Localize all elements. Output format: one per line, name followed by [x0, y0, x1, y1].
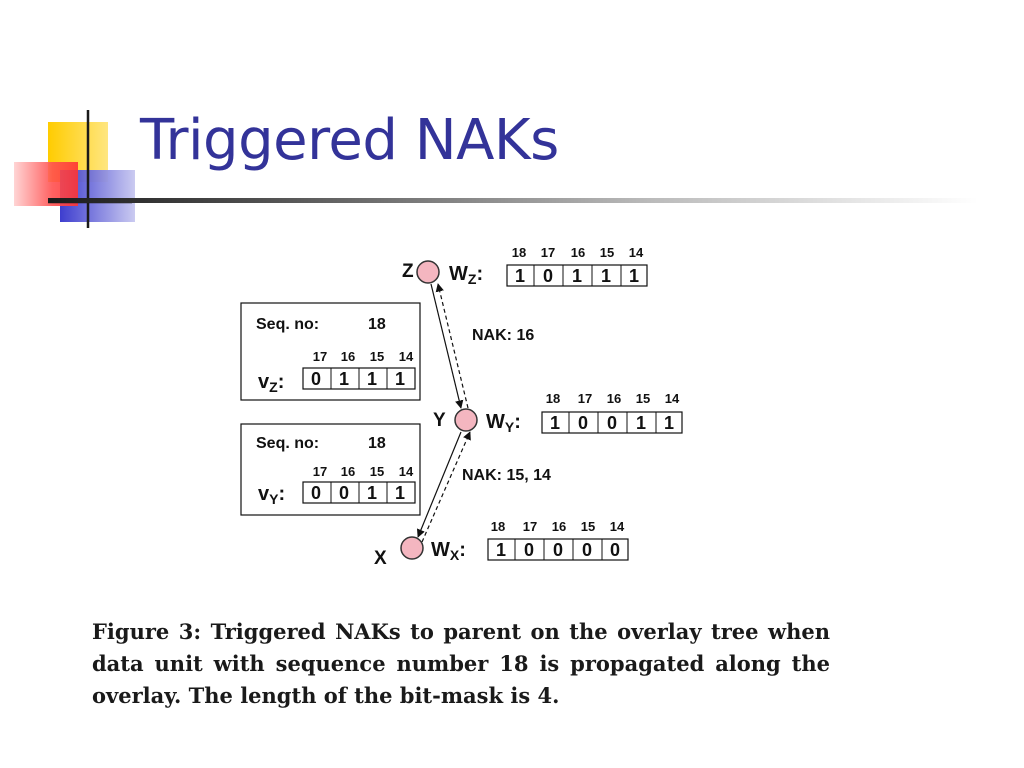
state-box-z-frame: [240, 302, 421, 401]
state-box-z-bit: 1: [395, 369, 405, 389]
window-wy-bit: 1: [550, 413, 560, 433]
window-wx-bit: 0: [582, 540, 592, 560]
window-wz-bit: 1: [629, 266, 639, 286]
node-x: [400, 536, 424, 560]
window-wz-seq: 16: [571, 245, 585, 260]
window-wy-seq: 14: [665, 391, 680, 406]
nak-label-16: NAK: 16: [472, 327, 534, 344]
window-wx-seq: 15: [581, 519, 595, 534]
window-wz-bit: 0: [543, 266, 553, 286]
slide-logo: [14, 110, 135, 228]
window-wy-seq: 16: [607, 391, 621, 406]
state-box-y-mask-label: 15: [370, 464, 384, 479]
window-wx-bit: 1: [496, 540, 506, 560]
state-box-y-vector-name: vY:: [258, 483, 285, 507]
state-box-z-seq-value: 18: [368, 316, 386, 333]
state-box-y-frame: [240, 423, 421, 516]
state-box-y-seq-label: Seq. no:: [256, 435, 319, 452]
window-wy-bit: 1: [636, 413, 646, 433]
state-box-z-bit: 0: [311, 369, 321, 389]
window-wy-bit: 0: [607, 413, 617, 433]
window-wy-seq: 17: [578, 391, 592, 406]
window-wy: WY: 18 17 16 15 14 1 0 0 1 1: [486, 391, 683, 435]
state-box-y-bit: 0: [311, 483, 321, 503]
window-wx-seq: 14: [610, 519, 625, 534]
window-wx-seq: 17: [523, 519, 537, 534]
window-wy-bitbox: [541, 411, 683, 434]
window-wz: WZ: 18 17 16 15 14 1 0 1 1 1: [449, 245, 648, 287]
node-z-label: Z: [402, 261, 414, 282]
title-divider: [48, 198, 978, 203]
nak-arrow-x-to-y: [421, 431, 471, 543]
window-wy-seq: 15: [636, 391, 650, 406]
state-box-y-mask-label: 16: [341, 464, 355, 479]
nak-label-15-14: NAK: 15, 14: [462, 467, 551, 484]
state-box-z-bit: 1: [339, 369, 349, 389]
state-box-z-seq-label: Seq. no:: [256, 316, 319, 333]
window-wz-seq: 14: [629, 245, 644, 260]
state-box-z-bit: 1: [367, 369, 377, 389]
state-box-z: Seq. no: 18 17 16 15 14 vZ: 0 1 1 1: [240, 302, 421, 401]
state-box-y-bit: 1: [367, 483, 377, 503]
window-wx-bitbox: [487, 538, 629, 561]
state-box-z-mask-label: 16: [341, 349, 355, 364]
window-wz-seq: 18: [512, 245, 526, 260]
window-wz-seq: 15: [600, 245, 614, 260]
state-box-y: Seq. no: 18 17 16 15 14 vY: 0 0 1 1: [240, 423, 421, 516]
edge-z-to-y: [430, 283, 464, 409]
window-wz-seq: 17: [541, 245, 555, 260]
state-box-y-bit: 0: [339, 483, 349, 503]
window-wy-name: WY:: [486, 411, 521, 435]
nak-diagram: Z Y X NAK: 16 NAK: 15, 14 WZ: 18 17 16 1…: [240, 245, 683, 569]
node-x-label: X: [374, 548, 387, 569]
window-wy-bit: 1: [664, 413, 674, 433]
state-box-z-vector-name: vZ:: [258, 371, 284, 395]
state-box-y-bit: 1: [395, 483, 405, 503]
window-wz-bit: 1: [601, 266, 611, 286]
window-wz-bitbox: [506, 264, 648, 287]
window-wx-seq: 18: [491, 519, 505, 534]
edge-y-to-x: [416, 431, 462, 538]
node-y: [454, 408, 478, 432]
state-box-z-mask-label: 17: [313, 349, 327, 364]
window-wx: WX: 18 17 16 15 14 1 0 0 0 0: [431, 519, 629, 563]
node-z: [416, 260, 440, 284]
nak-arrow-y-to-z: [435, 283, 469, 409]
window-wy-seq: 18: [546, 391, 560, 406]
window-wx-bit: 0: [610, 540, 620, 560]
window-wx-bit: 0: [553, 540, 563, 560]
state-box-y-mask-label: 17: [313, 464, 327, 479]
window-wx-name: WX:: [431, 539, 466, 563]
state-box-y-mask-label: 14: [399, 464, 414, 479]
state-box-z-mask-label: 15: [370, 349, 384, 364]
window-wy-bit: 0: [578, 413, 588, 433]
slide-title: Triggered NAKs: [140, 108, 559, 173]
window-wz-bit: 1: [572, 266, 582, 286]
window-wz-bit: 1: [515, 266, 525, 286]
state-box-z-mask-label: 14: [399, 349, 414, 364]
state-box-y-seq-value: 18: [368, 435, 386, 452]
window-wz-name: WZ:: [449, 263, 483, 287]
node-y-label: Y: [433, 410, 446, 431]
window-wx-bit: 0: [524, 540, 534, 560]
figure-caption: Figure 3: Triggered NAKs to parent on th…: [92, 619, 830, 708]
window-wx-seq: 16: [552, 519, 566, 534]
